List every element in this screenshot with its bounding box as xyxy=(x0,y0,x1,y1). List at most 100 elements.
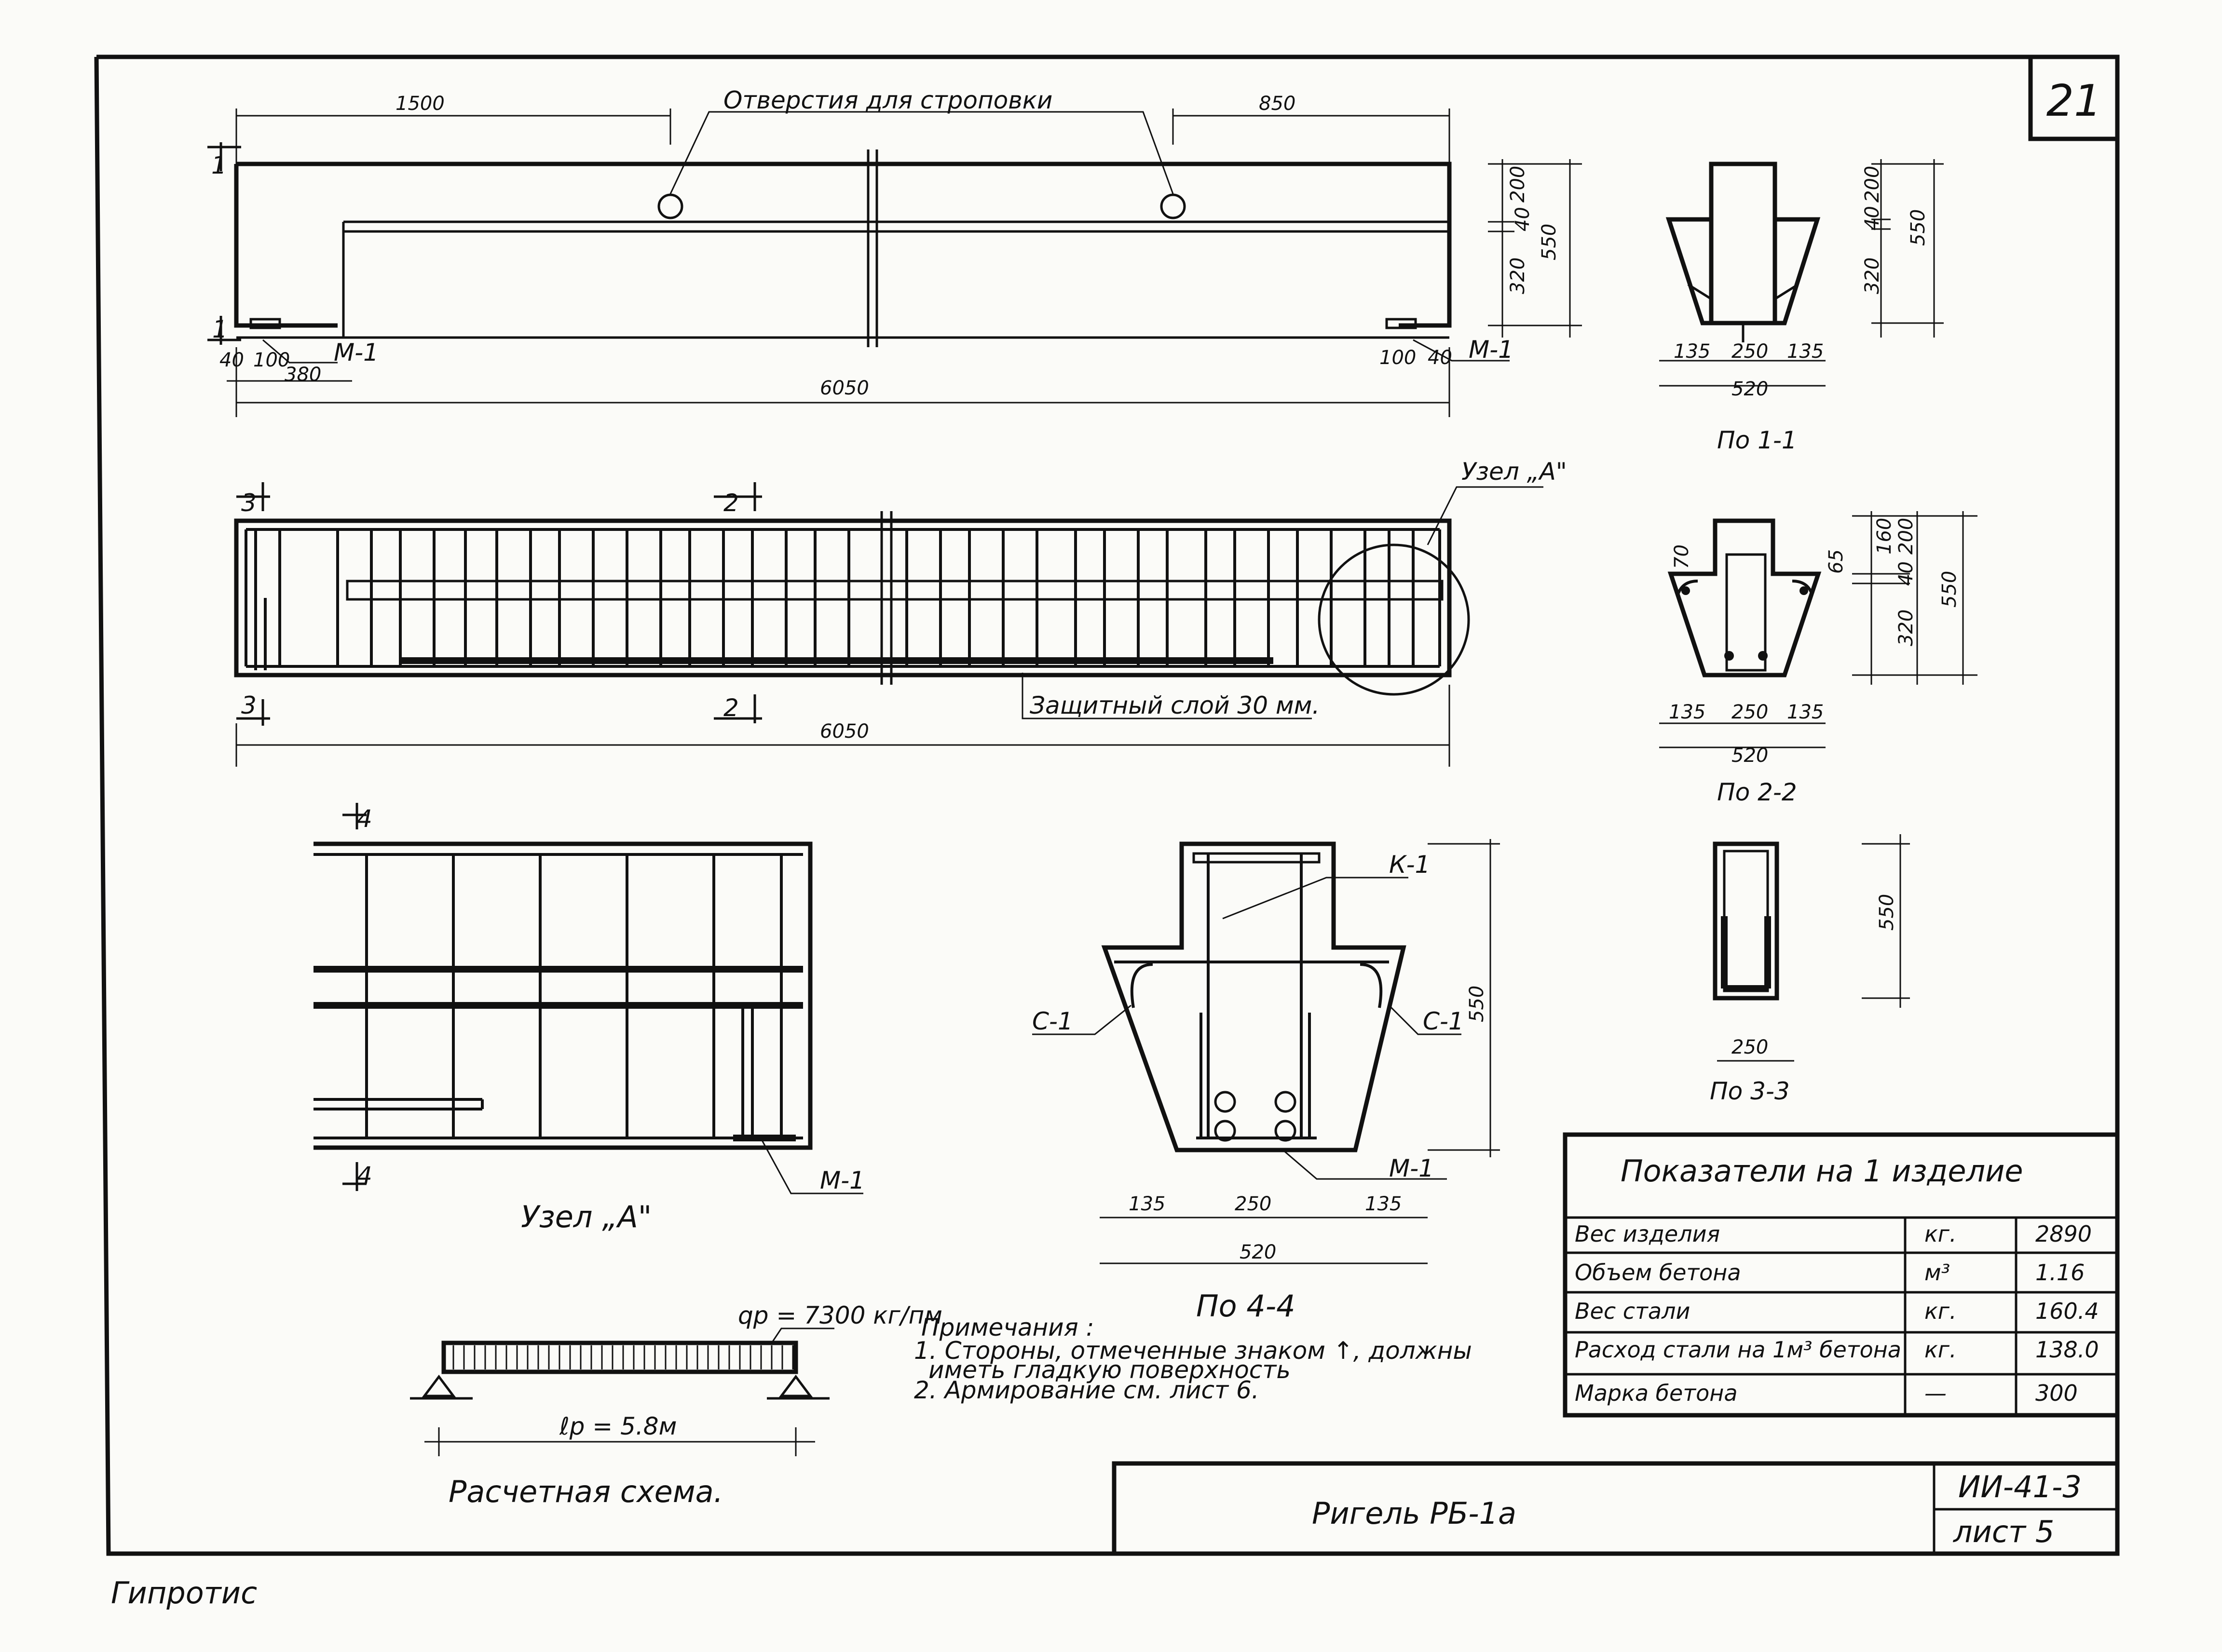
node-caption: Узел „А" xyxy=(521,1199,652,1234)
design-span: ℓр = 5.8м xyxy=(559,1412,677,1440)
s22-dim-135-left: 135 xyxy=(1669,701,1705,723)
section-mark-bottom: 1 xyxy=(212,315,228,343)
s44-dim-520: 520 xyxy=(1240,1241,1276,1263)
s33-dim-250: 250 xyxy=(1731,1036,1768,1058)
note-1-cont: иметь гладкую поверхность xyxy=(928,1356,1291,1384)
dim-support-right-100: 100 xyxy=(1379,347,1416,369)
studio-stamp: Гипротис xyxy=(111,1575,257,1611)
drawing-title: Ригель РБ-1а xyxy=(1312,1496,1516,1531)
s33-dim-550: 550 xyxy=(1876,894,1898,931)
indicator-name-4: Марка бетона xyxy=(1575,1380,1738,1406)
s11-dim-250: 250 xyxy=(1731,340,1768,363)
s44-label-c1-left: С-1 xyxy=(1032,1007,1073,1035)
section-mark-2-top: 2 xyxy=(723,489,739,517)
plan-dim-6050: 6050 xyxy=(820,720,869,743)
s44-label-c1-right: С-1 xyxy=(1423,1007,1464,1035)
section-mark-top: 1 xyxy=(211,151,227,179)
s22-dim-250: 250 xyxy=(1731,701,1768,723)
right-support xyxy=(779,1374,813,1397)
s44-caption: По 4-4 xyxy=(1196,1288,1295,1324)
h-dim-40: 40 xyxy=(1512,207,1534,231)
s22-dim-135-right: 135 xyxy=(1787,701,1824,723)
s44-dim-135-right: 135 xyxy=(1365,1193,1402,1215)
note-2: 2. Армирование см. лист 6. xyxy=(914,1376,1259,1404)
s11-caption: По 1-1 xyxy=(1717,426,1797,454)
s44-dim-135-left: 135 xyxy=(1129,1193,1165,1215)
node-a-detail: 4 4 М-1 Узел „А" xyxy=(314,803,865,1234)
indicator-value-3: 138.0 xyxy=(2035,1337,2099,1363)
title-block: Ригель РБ-1а ИИ-41-3 лист 5 xyxy=(1112,1461,2120,1556)
section-2-2: 70 65 135 250 135 520 По 2-2 160 200 40 … xyxy=(1659,511,1977,806)
sheet-number: лист 5 xyxy=(1953,1514,2054,1549)
indicator-name-0: Вес изделия xyxy=(1575,1221,1720,1247)
s11-dim-320: 320 xyxy=(1861,257,1883,294)
s22-dim-65: 65 xyxy=(1825,549,1847,574)
load-hatch xyxy=(452,1345,794,1369)
node-a-callout: Узел „А" xyxy=(1461,458,1567,486)
sheet-frame: 21 xyxy=(94,54,2120,1556)
indicator-value-4: 300 xyxy=(2035,1380,2078,1406)
node-section-mark-top: 4 xyxy=(357,805,372,833)
section-4-4: К-1 С-1 С-1 М-1 135 250 135 520 По 4-4 5… xyxy=(1032,839,1500,1324)
scheme-caption: Расчетная схема. xyxy=(449,1474,723,1509)
h-dim-550: 550 xyxy=(1538,224,1560,260)
sling-holes-callout: Отверстия для строповки xyxy=(723,86,1052,114)
dim-total-6050: 6050 xyxy=(820,377,869,399)
page-number: 21 xyxy=(2046,76,2102,126)
plan-stirrups xyxy=(245,529,1441,666)
sling-hole-left xyxy=(657,193,683,219)
dim-left-1500: 1500 xyxy=(395,93,445,115)
indicator-value-2: 160.4 xyxy=(2035,1298,2099,1324)
design-load: qр = 7300 кг/пм xyxy=(738,1301,942,1329)
indicator-name-2: Вес стали xyxy=(1575,1298,1690,1324)
s11-dim-550: 550 xyxy=(1907,209,1929,246)
left-support xyxy=(422,1374,456,1397)
page-number-box xyxy=(2028,54,2120,141)
dim-right-850: 850 xyxy=(1259,93,1295,115)
s22-dim-200: 200 xyxy=(1895,518,1917,555)
indicator-unit-4: — xyxy=(1924,1380,1947,1406)
section-3-3: 250 По 3-3 550 xyxy=(1710,834,1910,1105)
notes-heading: Примечания : xyxy=(921,1313,1094,1341)
series-code: ИИ-41-3 xyxy=(1958,1469,2082,1504)
s44-label-k1: К-1 xyxy=(1389,851,1430,879)
node-section-mark-bottom: 4 xyxy=(357,1162,372,1190)
s11-dim-200: 200 xyxy=(1861,166,1883,203)
indicator-value-1: 1.16 xyxy=(2035,1259,2085,1286)
s33-caption: По 3-3 xyxy=(1710,1077,1790,1105)
s22-dim-40: 40 xyxy=(1895,561,1917,586)
h-dim-200: 200 xyxy=(1507,166,1529,203)
node-stirrups xyxy=(365,854,783,1138)
s22-caption: По 2-2 xyxy=(1717,778,1797,806)
indicator-name-1: Объем бетона xyxy=(1575,1259,1741,1286)
indicator-unit-0: кг. xyxy=(1924,1221,1957,1247)
note-1: 1. Стороны, отмеченные знаком ↑, должны xyxy=(914,1337,1472,1365)
cover-note: Защитный слой 30 мм. xyxy=(1030,691,1320,719)
s22-dim-160: 160 xyxy=(1873,518,1895,555)
beam-elevation: Отверстия для строповки 1500 850 1 1 40 … xyxy=(207,86,1582,417)
s44-dim-550: 550 xyxy=(1466,986,1488,1022)
s22-dim-520: 520 xyxy=(1731,745,1768,767)
mark-m1-left: М-1 xyxy=(334,339,379,366)
s22-dim-320: 320 xyxy=(1895,609,1917,646)
indicator-unit-3: кг. xyxy=(1924,1337,1957,1363)
s11-dim-40: 40 xyxy=(1861,206,1883,230)
indicator-value-0: 2890 xyxy=(2035,1221,2092,1247)
node-a-circle xyxy=(1318,543,1470,696)
node-mark-m1: М-1 xyxy=(820,1166,865,1194)
indicator-unit-1: м³ xyxy=(1924,1259,1950,1286)
dim-support-100: 100 xyxy=(253,349,290,371)
indicators-title: Показатели на 1 изделие xyxy=(1621,1153,2023,1189)
s44-dim-250: 250 xyxy=(1235,1193,1271,1215)
h-dim-320: 320 xyxy=(1507,257,1529,294)
design-scheme: qр = 7300 кг/пм ℓр = 5.8м Расчетная схем… xyxy=(410,1301,942,1509)
dim-support-380: 380 xyxy=(285,364,321,386)
beam-reinforcement-plan: Узел „А" 3 3 2 2 Защитный слой 30 мм. 60… xyxy=(234,458,1567,767)
indicator-unit-2: кг. xyxy=(1924,1298,1957,1324)
indicator-name-3: Расход стали на 1м³ бетона xyxy=(1575,1337,1901,1363)
s44-label-m1: М-1 xyxy=(1389,1154,1434,1182)
indicators-table: Показатели на 1 изделие Вес изделия кг. 28… xyxy=(1563,1132,2120,1418)
load-diagram xyxy=(441,1341,798,1374)
